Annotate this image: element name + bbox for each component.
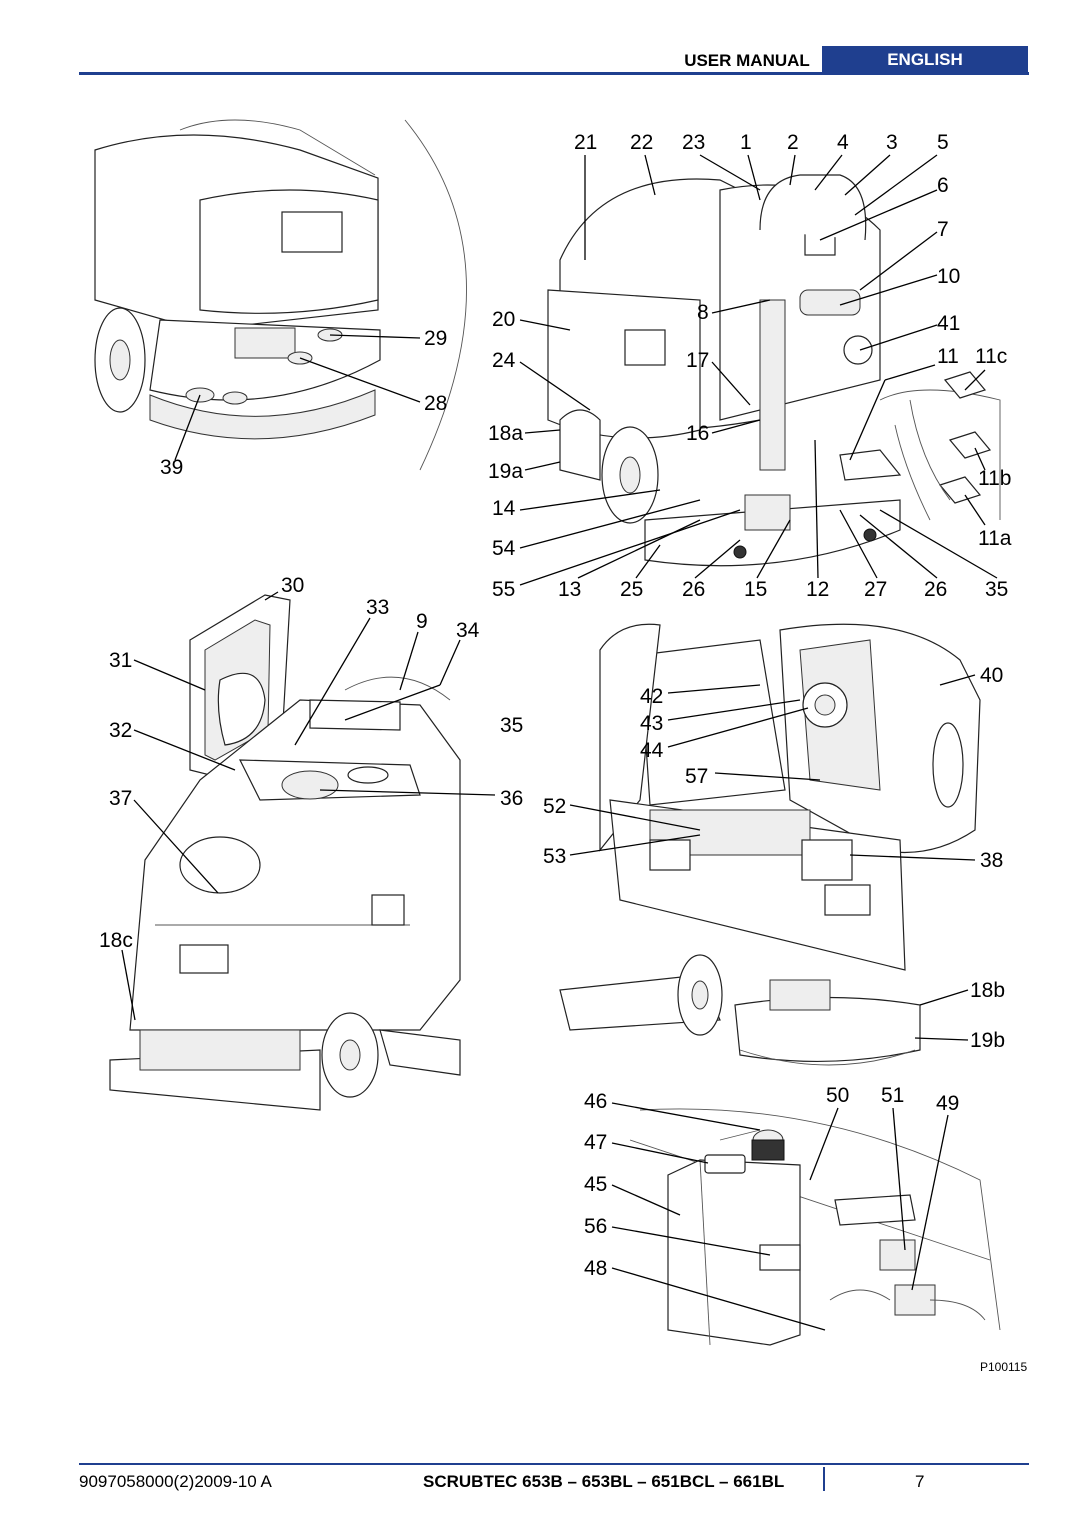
brush-deck-drawing xyxy=(94,119,467,471)
callout-56: 56 xyxy=(584,1215,607,1238)
callout-labels: 21 22 23 1 2 4 3 5 6 7 10 41 11 11c 11b … xyxy=(99,131,1027,1374)
callout-18c: 18c xyxy=(99,929,133,952)
callout-21: 21 xyxy=(574,131,597,154)
callout-1: 1 xyxy=(740,131,752,154)
callout-11b: 11b xyxy=(978,467,1011,490)
callout-14: 14 xyxy=(492,497,516,520)
callout-38: 38 xyxy=(980,849,1003,872)
callout-22: 22 xyxy=(630,131,653,154)
callout-26b: 26 xyxy=(924,578,947,601)
callout-41: 41 xyxy=(937,312,960,335)
callout-47: 47 xyxy=(584,1131,607,1154)
battery-compartment-drawing xyxy=(559,623,981,1066)
callout-31: 31 xyxy=(109,649,132,672)
callout-18b: 18b xyxy=(970,979,1005,1002)
callout-30: 30 xyxy=(281,574,304,597)
callout-48: 48 xyxy=(584,1257,607,1280)
callout-28: 28 xyxy=(424,392,447,415)
callout-33: 33 xyxy=(366,596,389,619)
user-manual-label: USER MANUAL xyxy=(684,51,810,70)
callout-17: 17 xyxy=(686,349,709,372)
document-code: 9097058000(2)2009-10 A xyxy=(79,1472,272,1491)
footer-separator xyxy=(823,1467,825,1491)
callout-37: 37 xyxy=(109,787,132,810)
callout-40: 40 xyxy=(980,664,1003,687)
callout-18a: 18a xyxy=(488,422,523,445)
callout-50: 50 xyxy=(826,1084,849,1107)
open-lid-drawing xyxy=(109,594,461,1111)
callout-43: 43 xyxy=(640,712,663,735)
callout-11: 11 xyxy=(937,345,959,368)
callout-44: 44 xyxy=(640,739,664,762)
callout-19a: 19a xyxy=(488,460,523,483)
callout-19b: 19b xyxy=(970,1029,1005,1052)
callout-8: 8 xyxy=(697,301,709,324)
callout-26: 26 xyxy=(682,578,705,601)
callout-35b: 35 xyxy=(500,714,523,737)
callout-10: 10 xyxy=(937,265,960,288)
callout-52: 52 xyxy=(543,795,566,818)
callout-5: 5 xyxy=(937,131,949,154)
callout-55: 55 xyxy=(492,578,515,601)
callout-16: 16 xyxy=(686,422,709,445)
detergent-tank-drawing xyxy=(629,1108,1001,1346)
callout-57: 57 xyxy=(685,765,708,788)
header-rule xyxy=(79,72,1029,75)
callout-3: 3 xyxy=(886,131,898,154)
callout-4: 4 xyxy=(837,131,849,154)
callout-7: 7 xyxy=(937,218,949,241)
callout-27: 27 xyxy=(864,578,887,601)
callout-49: 49 xyxy=(936,1092,959,1115)
callout-9: 9 xyxy=(416,610,428,633)
callout-11a: 11a xyxy=(978,527,1012,550)
callout-32: 32 xyxy=(109,719,132,742)
callout-54: 54 xyxy=(492,537,516,560)
callout-12: 12 xyxy=(806,578,829,601)
callout-6: 6 xyxy=(937,174,949,197)
callout-35: 35 xyxy=(985,578,1008,601)
callout-42: 42 xyxy=(640,685,663,708)
callout-34: 34 xyxy=(456,619,480,642)
footer-rule xyxy=(79,1463,1029,1465)
callout-45: 45 xyxy=(584,1173,607,1196)
callout-39: 39 xyxy=(160,456,183,479)
callout-25: 25 xyxy=(620,578,643,601)
callout-46: 46 xyxy=(584,1090,607,1113)
page-number: 7 xyxy=(915,1472,925,1491)
callout-13: 13 xyxy=(558,578,581,601)
callout-15: 15 xyxy=(744,578,767,601)
callout-36: 36 xyxy=(500,787,523,810)
callout-29: 29 xyxy=(424,327,447,350)
callout-24: 24 xyxy=(492,349,516,372)
model-title: SCRUBTEC 653B – 653BL – 651BCL – 661BL xyxy=(423,1472,785,1491)
image-code: P100115 xyxy=(980,1360,1027,1374)
rear-view-drawing xyxy=(547,174,1001,567)
callout-2: 2 xyxy=(787,131,799,154)
language-tab: ENGLISH xyxy=(822,46,1028,72)
leader-lines xyxy=(121,154,998,1331)
callout-53: 53 xyxy=(543,845,566,868)
callout-23: 23 xyxy=(682,131,705,154)
callout-11c: 11c xyxy=(975,345,1007,368)
callout-20: 20 xyxy=(492,308,515,331)
callout-51: 51 xyxy=(881,1084,904,1107)
